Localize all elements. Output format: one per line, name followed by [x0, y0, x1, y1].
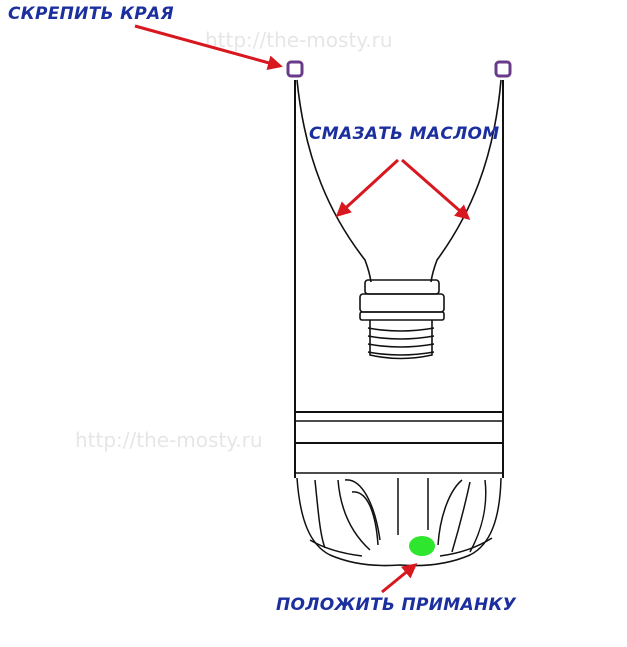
neck-threads-body — [369, 320, 433, 360]
funnel-left-edge — [296, 79, 372, 283]
bottom-petal-2 — [437, 479, 463, 546]
bottom-seam-1 — [314, 479, 326, 549]
arrow-to-bait — [381, 563, 418, 594]
label-apply-oil: СМАЗАТЬ МАСЛОМ — [309, 124, 500, 144]
clip-left-icon — [286, 60, 304, 78]
label-fasten-edges: СКРЕПИТЬ КРАЯ — [8, 4, 174, 24]
bottom-rim-left — [309, 539, 363, 557]
label-place-bait: ПОЛОЖИТЬ ПРИМАНКУ — [276, 595, 517, 615]
funnel-right-edge — [430, 79, 502, 283]
watermark-top: http://the-mosty.ru — [205, 28, 393, 52]
bottom-seam-2 — [337, 479, 371, 551]
bottom-seam-5 — [469, 479, 487, 553]
bottle-body — [294, 80, 504, 478]
thread-3 — [367, 343, 435, 348]
thread-1 — [367, 327, 435, 332]
arrow-to-clip — [134, 24, 283, 71]
arrow-to-left-funnel — [335, 158, 400, 218]
neck-ring-1 — [364, 279, 440, 295]
arrow-to-right-funnel — [401, 158, 471, 220]
bait-icon — [409, 536, 435, 556]
thread-4 — [367, 351, 435, 356]
bottom-petal-1b — [351, 491, 379, 546]
watermark-middle: http://the-mosty.ru — [75, 428, 263, 452]
bottom-rim-right — [439, 537, 493, 557]
neck-ring-3 — [359, 311, 445, 321]
bottom-petal-1 — [344, 479, 381, 541]
clip-right-icon — [494, 60, 512, 78]
neck-ring-2 — [359, 293, 445, 313]
bottom-outline — [296, 477, 502, 567]
thread-2 — [367, 335, 435, 340]
bottom-petal-2b — [451, 481, 471, 553]
inverted-funnel — [296, 79, 502, 360]
bottle-bottom — [296, 477, 502, 567]
